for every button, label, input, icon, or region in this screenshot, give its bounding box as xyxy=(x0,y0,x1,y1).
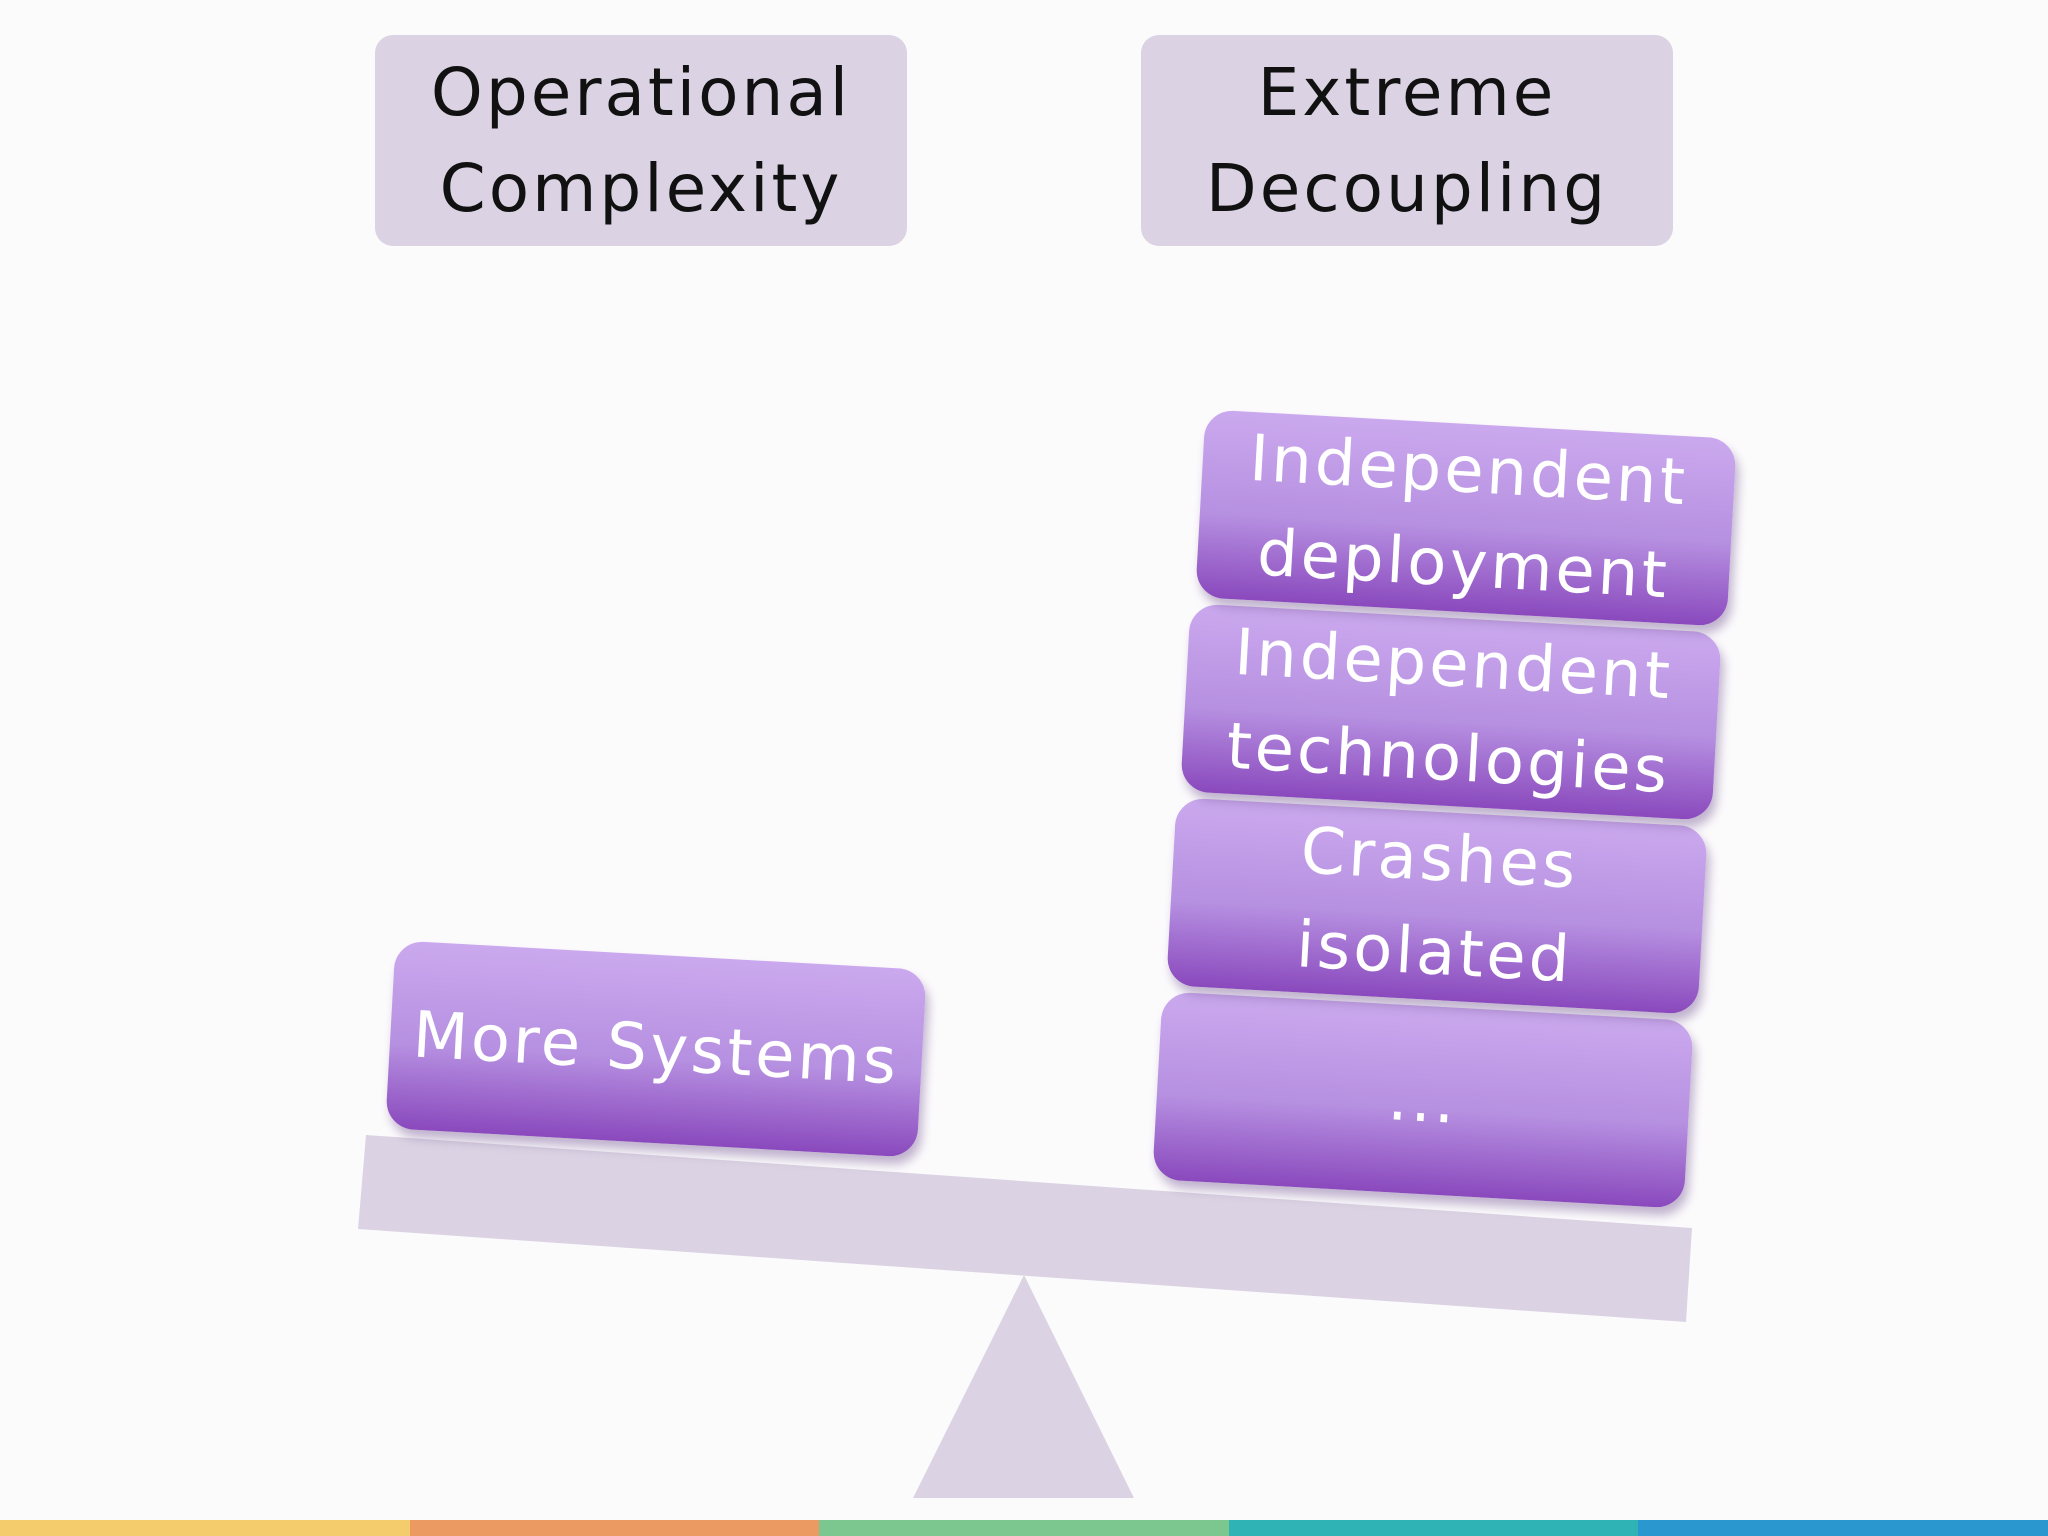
footer-segment-orange xyxy=(409,1520,820,1536)
weight-label-line2: isolated xyxy=(1294,908,1575,998)
seesaw-beam xyxy=(358,1135,1692,1322)
header-operational-complexity: Operational Complexity xyxy=(375,35,907,246)
weight-independent-deployment: Independent deployment xyxy=(1195,409,1737,627)
weight-ellipsis: ... xyxy=(1152,991,1694,1209)
header-extreme-decoupling: Extreme Decoupling xyxy=(1141,35,1673,246)
weight-label: More Systems xyxy=(410,998,902,1100)
weight-label-line1: Crashes xyxy=(1298,814,1581,904)
footer-segment-blue xyxy=(1638,1520,2048,1536)
header-left-line1: Operational xyxy=(430,53,852,131)
header-right-line1: Extreme xyxy=(1257,53,1557,131)
footer-segment-green xyxy=(819,1520,1229,1536)
header-right-line2: Decoupling xyxy=(1205,149,1609,227)
weight-more-systems: More Systems xyxy=(385,940,927,1158)
weight-label: ... xyxy=(1385,1061,1461,1139)
header-left-line2: Complexity xyxy=(439,149,843,227)
footer-segment-yellow xyxy=(0,1520,410,1536)
footer-segment-teal xyxy=(1228,1520,1639,1536)
footer-color-bar xyxy=(0,1520,2048,1536)
weight-independent-technologies: Independent technologies xyxy=(1180,603,1722,821)
weight-crashes-isolated: Crashes isolated xyxy=(1166,797,1708,1015)
seesaw-fulcrum xyxy=(913,1275,1134,1498)
